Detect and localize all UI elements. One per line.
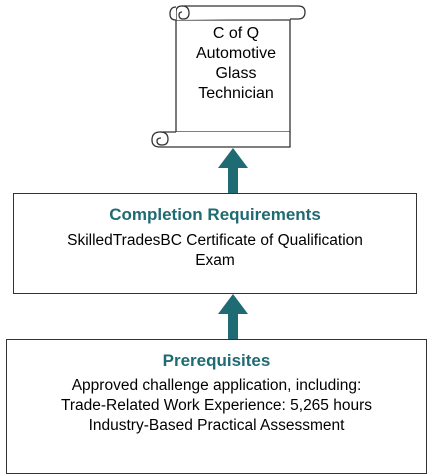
certificate-line: C of Q bbox=[212, 25, 260, 42]
up-arrow-icon bbox=[218, 148, 248, 194]
completion-requirements-box: Completion Requirements SkilledTradesBC … bbox=[13, 193, 417, 294]
certificate-scroll-icon bbox=[151, 5, 306, 148]
certificate-line: Automotive bbox=[195, 45, 277, 62]
completion-requirements-title: Completion Requirements bbox=[109, 205, 321, 224]
prerequisites-box: Prerequisites Approved challenge applica… bbox=[6, 339, 427, 474]
certificate-line: Technician bbox=[198, 85, 274, 102]
completion-line: Exam bbox=[195, 252, 235, 269]
prerequisites-line: Trade-Related Work Experience: 5,265 hou… bbox=[60, 397, 373, 414]
prerequisites-title: Prerequisites bbox=[162, 351, 271, 370]
completion-requirements-text: SkilledTradesBC Certificate of Qualifica… bbox=[14, 231, 416, 271]
prerequisites-text: Approved challenge application, includin… bbox=[7, 376, 426, 436]
prerequisites-line: Approved challenge application, includin… bbox=[71, 377, 362, 394]
prerequisites-line: Industry-Based Practical Assessment bbox=[88, 417, 345, 434]
completion-line: SkilledTradesBC Certificate of Qualifica… bbox=[67, 232, 363, 249]
certificate-title: C of Q Automotive Glass Technician bbox=[187, 24, 285, 104]
up-arrow-icon bbox=[218, 294, 248, 340]
certificate-line: Glass bbox=[215, 65, 257, 82]
